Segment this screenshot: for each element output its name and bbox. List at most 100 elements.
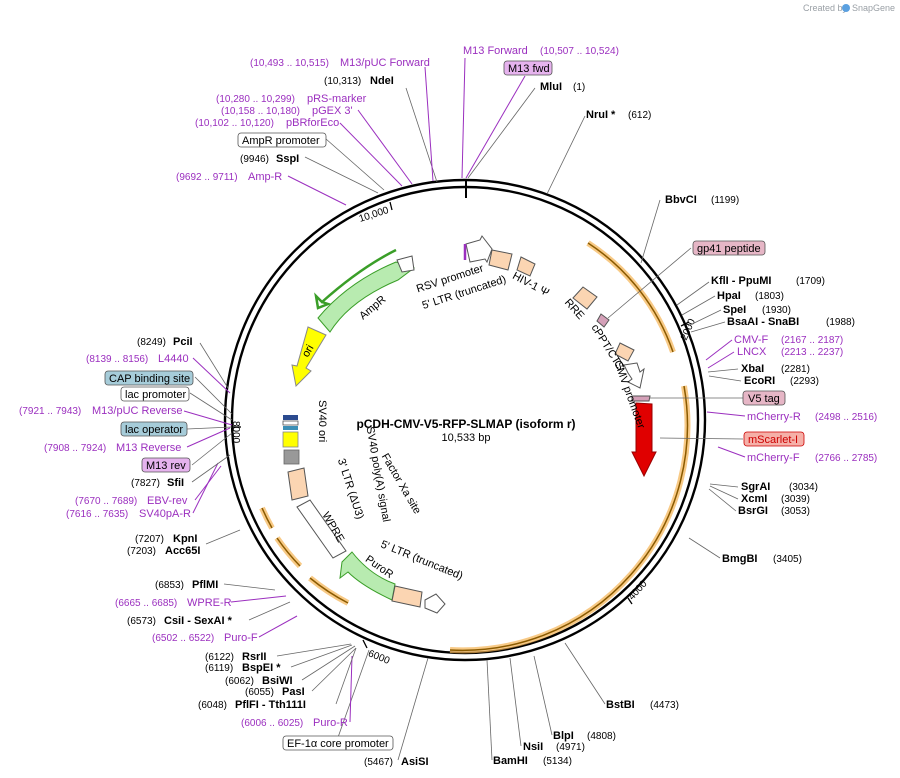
leader-m13puc-fwd xyxy=(424,66,434,182)
plasmid-size: 10,533 bp xyxy=(442,432,491,444)
prs-range: (10,280 .. 10,299) xyxy=(216,94,295,105)
leader-lac-promoter xyxy=(189,392,233,421)
sfii-name: SfiI xyxy=(167,477,184,489)
m13-fwd-box xyxy=(503,60,553,76)
leader-bmgbi xyxy=(688,537,721,559)
hiv-psi-box xyxy=(516,256,536,277)
puro-r-range: (6006 .. 6025) xyxy=(241,718,303,729)
leader-m13-rev xyxy=(191,432,233,466)
cppt-box xyxy=(614,342,635,362)
leader-kpni xyxy=(205,529,241,545)
ef1a-promoter-arrow xyxy=(424,593,446,614)
asisi-pos: (5467) xyxy=(364,757,393,768)
cds-segment-2 xyxy=(449,385,689,652)
tick-10000 xyxy=(389,201,393,211)
ebv-rev-range: (7670 .. 7689) xyxy=(75,496,137,507)
bspei-name: BspEI * xyxy=(242,662,281,674)
bsaai-pos: (1988) xyxy=(826,317,855,328)
leader-sv40pa-r xyxy=(192,462,219,514)
leader-sgrai xyxy=(709,483,739,488)
m13-fwd-box-label: M13 fwd xyxy=(508,63,550,75)
ampr-promoter-tag xyxy=(237,132,327,148)
amp-r-range: (9692 .. 9711) xyxy=(176,172,238,183)
sv40-polya-box xyxy=(283,449,300,465)
m13puc-fwd-range: (10,493 .. 10,515) xyxy=(250,58,329,69)
mcherry-r-name: mCherry-R xyxy=(747,411,801,423)
mcherry-f-name: mCherry-F xyxy=(747,452,800,464)
bstbi-name: BstBI xyxy=(606,699,635,711)
bbvci-name: BbvCI xyxy=(665,194,697,206)
blpi-pos: (4808) xyxy=(587,731,616,742)
tick-4000 xyxy=(627,597,633,605)
leader-mcherry-f xyxy=(717,446,746,458)
acc65i-name: Acc65I xyxy=(165,545,200,557)
sv40pa-r-range: (7616 .. 7635) xyxy=(66,509,128,520)
leader-prs xyxy=(357,109,413,185)
pflfi-name: PflFI - Tth111I xyxy=(235,699,306,711)
top-labels: (10,493 .. 10,515) M13/pUC Forward M13 F… xyxy=(176,45,651,183)
amp-r-name: Amp-R xyxy=(248,171,282,183)
outer-features xyxy=(259,240,691,654)
pcii-name: PciI xyxy=(173,336,193,348)
leader-l4440 xyxy=(192,357,231,394)
ltr3-box xyxy=(287,467,309,501)
m13puc-rev-name: M13/pUC Reverse xyxy=(92,405,182,417)
csii-name: CsiI - SexAI * xyxy=(164,615,233,627)
lncx-name: LNCX xyxy=(737,346,767,358)
sv40-ori-box xyxy=(282,431,299,448)
leader-pflmi xyxy=(223,583,276,591)
leader-nsii xyxy=(509,657,522,747)
sspi-name: SspI xyxy=(276,153,299,165)
leader-bsiwi xyxy=(301,645,356,681)
mcherry-r-range: (2498 .. 2516) xyxy=(815,412,877,423)
l4440-name: L4440 xyxy=(158,353,189,365)
m13-reverse-range: (7908 .. 7924) xyxy=(44,443,106,454)
leader-pasi xyxy=(311,647,357,692)
spei-name: SpeI xyxy=(723,304,746,316)
lac-promoter-box xyxy=(282,420,299,426)
bsrgi-name: BsrGI xyxy=(738,505,768,517)
pbr-name: pBRforEco xyxy=(286,117,339,129)
snapgene-watermark: Created by SnapGene xyxy=(803,3,895,13)
mlui-pos: (1) xyxy=(573,82,585,93)
mcherry-f-range: (2766 .. 2785) xyxy=(815,453,877,464)
ltr5-box-bottom xyxy=(391,585,423,608)
rsrii-name: RsrII xyxy=(242,651,266,663)
leader-ecori xyxy=(708,375,742,382)
pasi-name: PasI xyxy=(282,686,305,698)
spei-pos: (1930) xyxy=(762,305,791,316)
leader-nrui xyxy=(546,115,586,195)
leader-lncx xyxy=(707,351,735,369)
pcii-pos: (8249) xyxy=(137,337,166,348)
ampr-promoter-tag-label: AmpR promoter xyxy=(242,135,320,147)
ampr-promoter-box xyxy=(396,255,415,273)
watermark-text: Created by xyxy=(803,3,848,13)
tick-label-6000: 6000 xyxy=(366,648,391,667)
m13-reverse-name: M13 Reverse xyxy=(116,442,181,454)
mscarlet-tag-label: mScarlet-I xyxy=(748,434,798,446)
lac-promoter-tag xyxy=(120,386,190,402)
m13puc-fwd-name: M13/pUC Forward xyxy=(340,57,430,69)
v5-tag-label: V5 tag xyxy=(748,393,780,405)
leader-spei xyxy=(687,309,722,327)
lac-operator-box xyxy=(283,426,298,430)
gp41-box xyxy=(596,313,610,328)
leader-cap-site xyxy=(194,376,233,415)
mscarlet-tag xyxy=(743,431,805,447)
leader-mlui xyxy=(467,87,536,179)
bspei-pos: (6119) xyxy=(205,663,233,674)
leader-xbai xyxy=(707,368,739,373)
m13puc-rev-range: (7921 .. 7943) xyxy=(19,406,81,417)
leader-puro-r xyxy=(349,655,353,723)
m13-forward-name: M13 Forward xyxy=(463,45,528,57)
bsiwi-name: BsiWI xyxy=(262,675,293,687)
lac-operator-tag-label: lac operator xyxy=(125,424,183,436)
rsv-promoter-arrow xyxy=(465,235,493,264)
csii-pos: (6573) xyxy=(127,616,156,627)
lncx-range: (2213 .. 2237) xyxy=(781,347,843,358)
nsii-name: NsiI xyxy=(523,741,543,753)
bbvci-pos: (1199) xyxy=(711,195,739,206)
mscarlet-arrow xyxy=(631,402,657,478)
leader-hpai xyxy=(681,295,716,316)
leader-ef1a xyxy=(335,649,370,744)
